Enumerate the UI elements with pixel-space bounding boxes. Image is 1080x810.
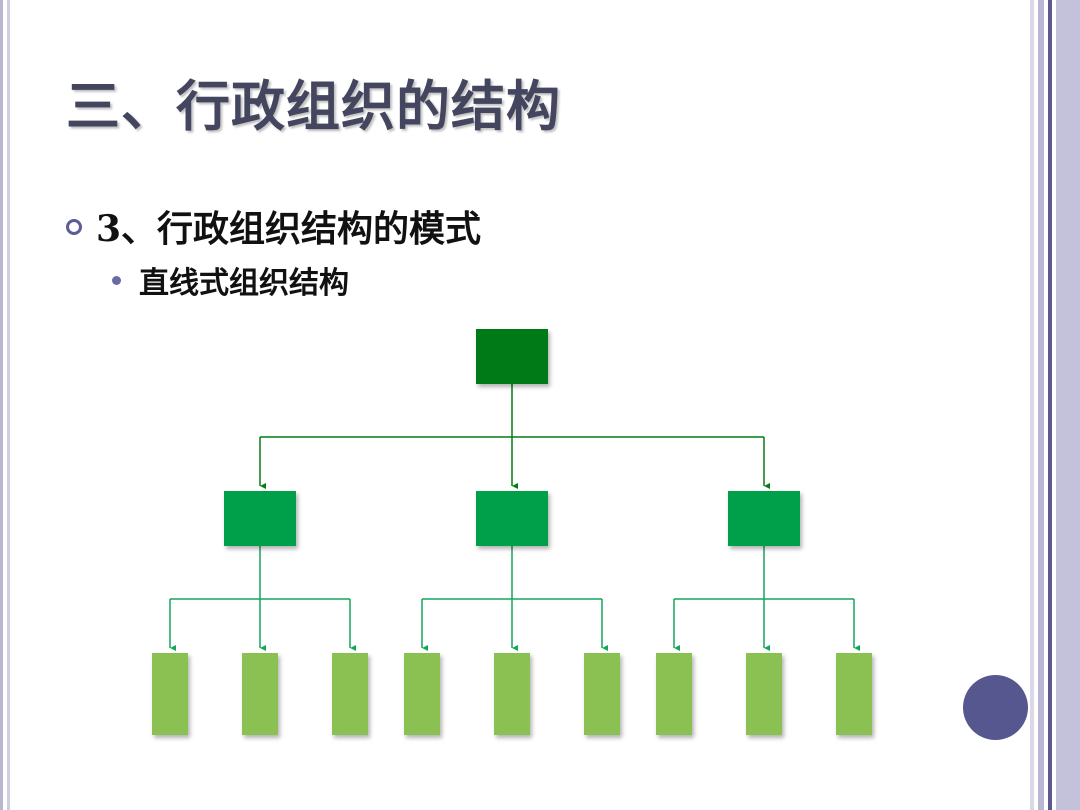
- bullet-level2-text: 直线式组织结构: [139, 266, 349, 301]
- bullet-level1: 3、行政组织结构的模式: [66, 200, 481, 252]
- org-node-bottom-1: [152, 653, 188, 735]
- org-node-bottom-4: [404, 653, 440, 735]
- org-node-bottom-2: [242, 653, 278, 735]
- org-node-bottom-7: [656, 653, 692, 735]
- left-frame-stripe: [0, 0, 10, 810]
- decorative-circle: [963, 675, 1028, 740]
- org-node-middle-2: [476, 491, 548, 546]
- connectors-top: [259, 384, 764, 486]
- ring-bullet-icon: [66, 219, 82, 235]
- org-node-bottom-6: [584, 653, 620, 735]
- bullet-level1-text: 3、行政组织结构的模式: [96, 208, 482, 250]
- bullet-level2: 直线式组织结构: [112, 258, 349, 302]
- org-node-middle-3: [728, 491, 800, 546]
- org-node-top: [476, 329, 548, 384]
- slide-title: 三、行政组织的结构: [66, 74, 561, 138]
- org-node-bottom-8: [746, 653, 782, 735]
- org-node-bottom-3: [332, 653, 368, 735]
- connectors-bottom: [169, 546, 854, 648]
- dot-bullet-icon: [112, 275, 121, 285]
- right-frame-stripes: [1030, 0, 1080, 810]
- org-node-bottom-5: [494, 653, 530, 735]
- org-node-bottom-9: [836, 653, 872, 735]
- org-node-middle-1: [224, 491, 296, 546]
